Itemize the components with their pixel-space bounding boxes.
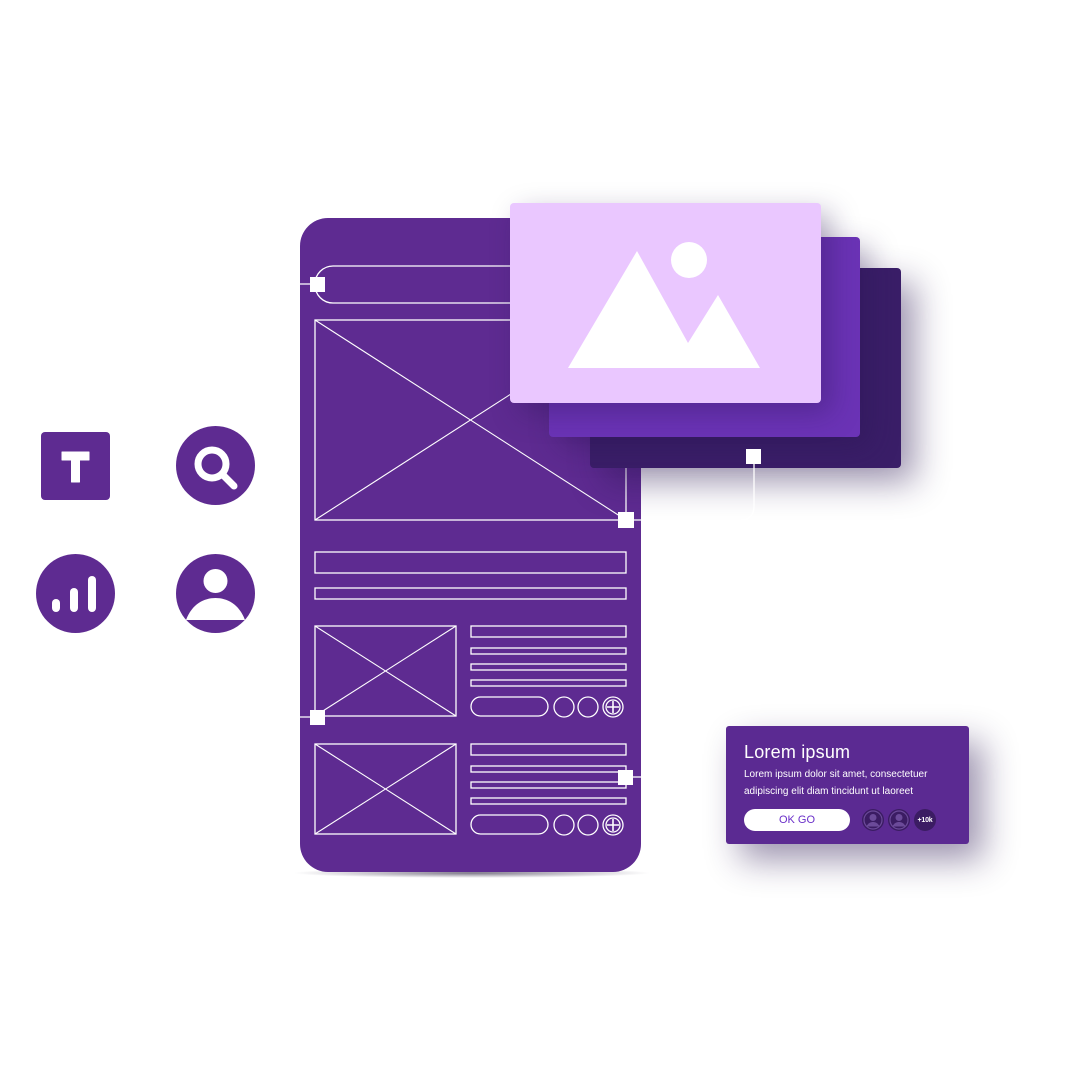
ok-go-button[interactable]: OK GO — [744, 809, 850, 831]
member-count: +10k — [917, 816, 933, 824]
text-tool-tile[interactable] — [41, 432, 110, 500]
image-placeholder-icon — [568, 242, 760, 368]
selection-handle — [746, 449, 761, 464]
selection-handle — [618, 512, 634, 528]
user-icon — [889, 810, 909, 830]
selection-handle — [618, 770, 633, 785]
list-item-text-lines — [470, 625, 627, 718]
selection-handle — [310, 710, 325, 725]
user-icon — [863, 810, 883, 830]
subtitle-placeholder — [314, 587, 627, 600]
search-tool-tile[interactable] — [176, 426, 255, 505]
text-icon — [61, 451, 90, 483]
info-card-description: Lorem ipsum dolor sit amet, consectetuer… — [744, 769, 928, 797]
analytics-tool-tile[interactable] — [36, 554, 115, 633]
user-icon — [186, 569, 245, 620]
avatar — [862, 809, 884, 831]
headline-placeholder — [314, 551, 627, 574]
profile-tool-tile[interactable] — [176, 554, 255, 633]
avatar-count-badge: +10k — [914, 809, 936, 831]
avatar — [888, 809, 910, 831]
list-item-thumbnail — [314, 625, 457, 717]
phone-shadow — [292, 868, 652, 878]
bar-chart-icon — [52, 576, 96, 612]
image-card-front — [510, 203, 821, 403]
list-item-text-lines — [470, 743, 627, 836]
selection-handle — [310, 277, 325, 292]
list-item-thumbnail — [314, 743, 457, 835]
info-card-title: Lorem ipsum — [744, 742, 851, 762]
search-icon — [194, 446, 238, 490]
info-card: Lorem ipsum Lorem ipsum dolor sit amet, … — [726, 726, 969, 844]
